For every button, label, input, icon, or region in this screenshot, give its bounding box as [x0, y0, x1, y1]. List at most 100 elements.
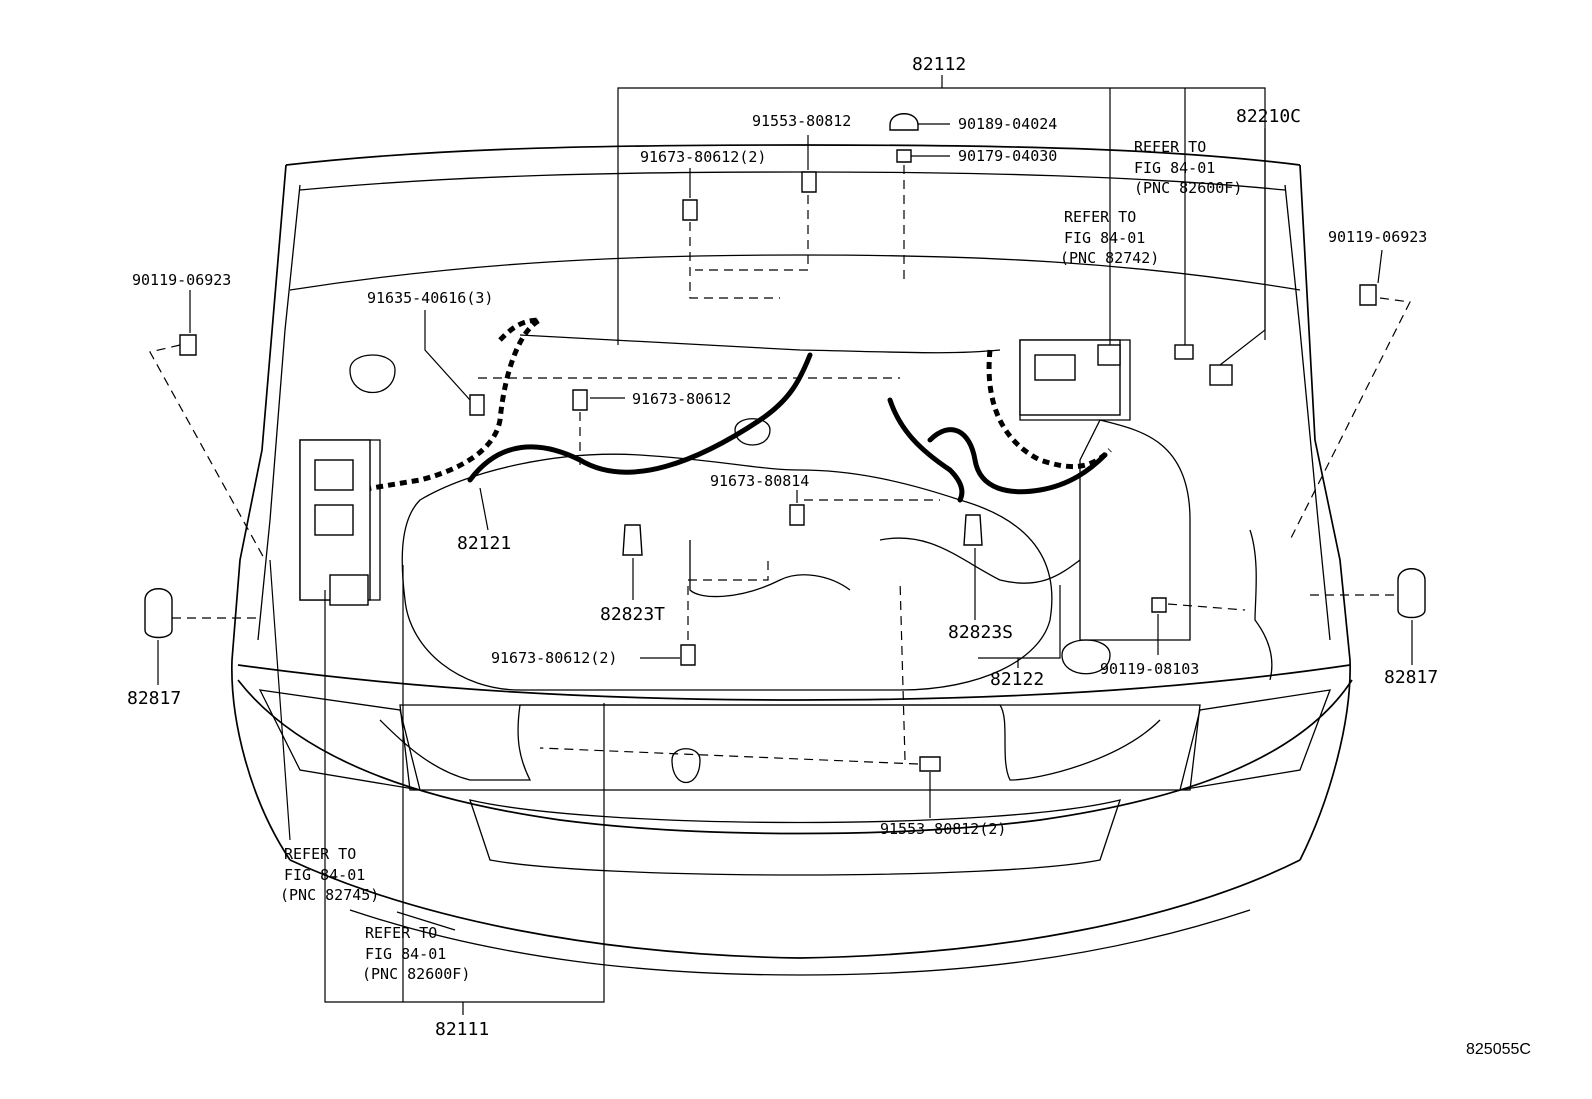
dash-91673-bottom: [687, 560, 769, 640]
label-90119-08103: 90119-08103: [1100, 660, 1199, 678]
bracket-82112: [617, 87, 1266, 345]
bumper-lower: [289, 859, 1301, 959]
dash-91673-top: [689, 222, 780, 299]
label-90119-06923-left: 90119-06923: [132, 271, 231, 289]
brake-booster: [349, 354, 396, 393]
leader-82121: [479, 487, 489, 531]
bumper-front: [237, 679, 1353, 835]
clip-90179: [896, 149, 912, 163]
harness-82122: [927, 427, 1108, 495]
bolt-91673-top: [682, 199, 698, 221]
harness-center: [887, 397, 965, 503]
ref-82600f-bottom-line2: FIG 84-01: [365, 945, 446, 963]
part-labels: 82112 82210C 91553-80812 90189-04024 916…: [127, 54, 1531, 1058]
relay-block-left-inner-3: [329, 574, 369, 606]
washer-tank: [1079, 419, 1191, 641]
ref-82600f-bottom-line3: (PNC 82600F): [362, 965, 470, 983]
bolt-90119-06923-right: [1359, 284, 1377, 306]
bolt-90119-08103: [1151, 597, 1167, 613]
left-fender-outer: [231, 164, 291, 861]
bolt-91553-bottom: [919, 756, 941, 772]
harness-front: [520, 704, 1161, 781]
bumper-top: [237, 664, 1351, 701]
dash-91553-bottom-2: [899, 579, 906, 761]
bumper-lip: [349, 909, 1251, 976]
wiring-harnesses: [359, 317, 1273, 781]
bolt-91673-80814: [789, 504, 805, 526]
label-82112: 82112: [912, 54, 966, 75]
ref-82742-line2: FIG 84-01: [1064, 229, 1145, 247]
label-91673-80612-2-bottom: 91673-80612(2): [491, 649, 617, 667]
ref-82745-line2: FIG 84-01: [284, 866, 365, 884]
ref-82600f-top-line3: (PNC 82600F): [1134, 179, 1242, 197]
connector-82823t: [622, 524, 643, 556]
label-90189-04024: 90189-04024: [958, 115, 1057, 133]
dash-90119-left: [149, 344, 266, 561]
harness-cowl-right: [986, 349, 1112, 470]
oil-cap: [734, 418, 771, 446]
harness-cowl-top: [519, 334, 1001, 354]
right-fender-inner: [1284, 184, 1331, 641]
hood-outline: [285, 144, 1301, 166]
dash-91553-bottom: [539, 747, 919, 765]
bolt-91553-top: [801, 171, 817, 193]
label-82823s: 82823S: [948, 622, 1013, 643]
left-headlamp: [258, 689, 421, 791]
ref-82600f-top-line2: FIG 84-01: [1134, 159, 1215, 177]
ref-82742-line3: (PNC 82742): [1060, 249, 1159, 267]
grommet-90189: [889, 113, 919, 131]
ref-82745-line3: (PNC 82745): [280, 886, 379, 904]
label-91673-80814: 91673-80814: [710, 472, 809, 490]
bolt-91635: [469, 394, 485, 416]
cowl-line-2: [289, 254, 1301, 291]
leader-91635: [424, 310, 471, 401]
engine-block: [401, 453, 1053, 691]
harness-front-left: [379, 704, 532, 781]
dash-91553-top: [695, 195, 809, 271]
label-82210c: 82210C: [1236, 106, 1301, 127]
clamp-82817-right: [1397, 568, 1426, 619]
relay-block-right-inner: [1034, 354, 1076, 381]
leader-ref-82745: [269, 559, 291, 841]
dash-90119-08103: [1167, 603, 1246, 611]
parts: [144, 113, 1426, 772]
left-fender-inner: [257, 184, 301, 641]
label-82122: 82122: [990, 669, 1044, 690]
label-91553-80812-2-bottom: 91553-80812(2): [880, 820, 1006, 838]
leader-82210c: [1219, 128, 1266, 366]
relay-block-left-inner-1: [314, 459, 354, 491]
coolant-cap: [1061, 639, 1111, 675]
grille-opening: [469, 799, 1121, 876]
bolt-90119-06923-left: [179, 334, 197, 356]
label-82121: 82121: [457, 533, 511, 554]
label-90179-04030: 90179-04030: [958, 147, 1057, 165]
clamp-82817-left: [144, 588, 173, 639]
bolt-91673-mid: [572, 389, 588, 411]
harness-82121: [467, 352, 813, 483]
label-91553-80812-top: 91553-80812: [752, 112, 851, 130]
dash-90119-right: [1289, 297, 1411, 541]
bracket-82111: [324, 590, 605, 1003]
ref-82745-line1: REFER TO: [284, 845, 356, 863]
ref-82600f-bottom-line1: REFER TO: [365, 924, 437, 942]
diagram-id: 825055C: [1466, 1041, 1531, 1058]
label-82817-left: 82817: [127, 688, 181, 709]
connector-82823s: [963, 514, 983, 546]
horn: [671, 748, 701, 784]
label-82817-right: 82817: [1384, 667, 1438, 688]
leader-90119-right: [1377, 249, 1383, 284]
vehicle-body: [231, 144, 1353, 976]
ref-82742-line1: REFER TO: [1064, 208, 1136, 226]
label-91673-80612-mid: 91673-80612: [632, 390, 731, 408]
cowl-line: [299, 171, 1286, 191]
right-headlamp: [1179, 689, 1331, 791]
label-91635-40616-3: 91635-40616(3): [367, 289, 493, 307]
leader-ref-82600f-bottom: [396, 911, 456, 931]
harness-82823t: [689, 540, 851, 598]
ref-82600f-top-line1: REFER TO: [1134, 138, 1206, 156]
label-82823t: 82823T: [600, 604, 665, 625]
label-91673-80612-2-top: 91673-80612(2): [640, 148, 766, 166]
radiator-support: [399, 704, 1201, 791]
relay-block-left-inner-2: [314, 504, 354, 536]
